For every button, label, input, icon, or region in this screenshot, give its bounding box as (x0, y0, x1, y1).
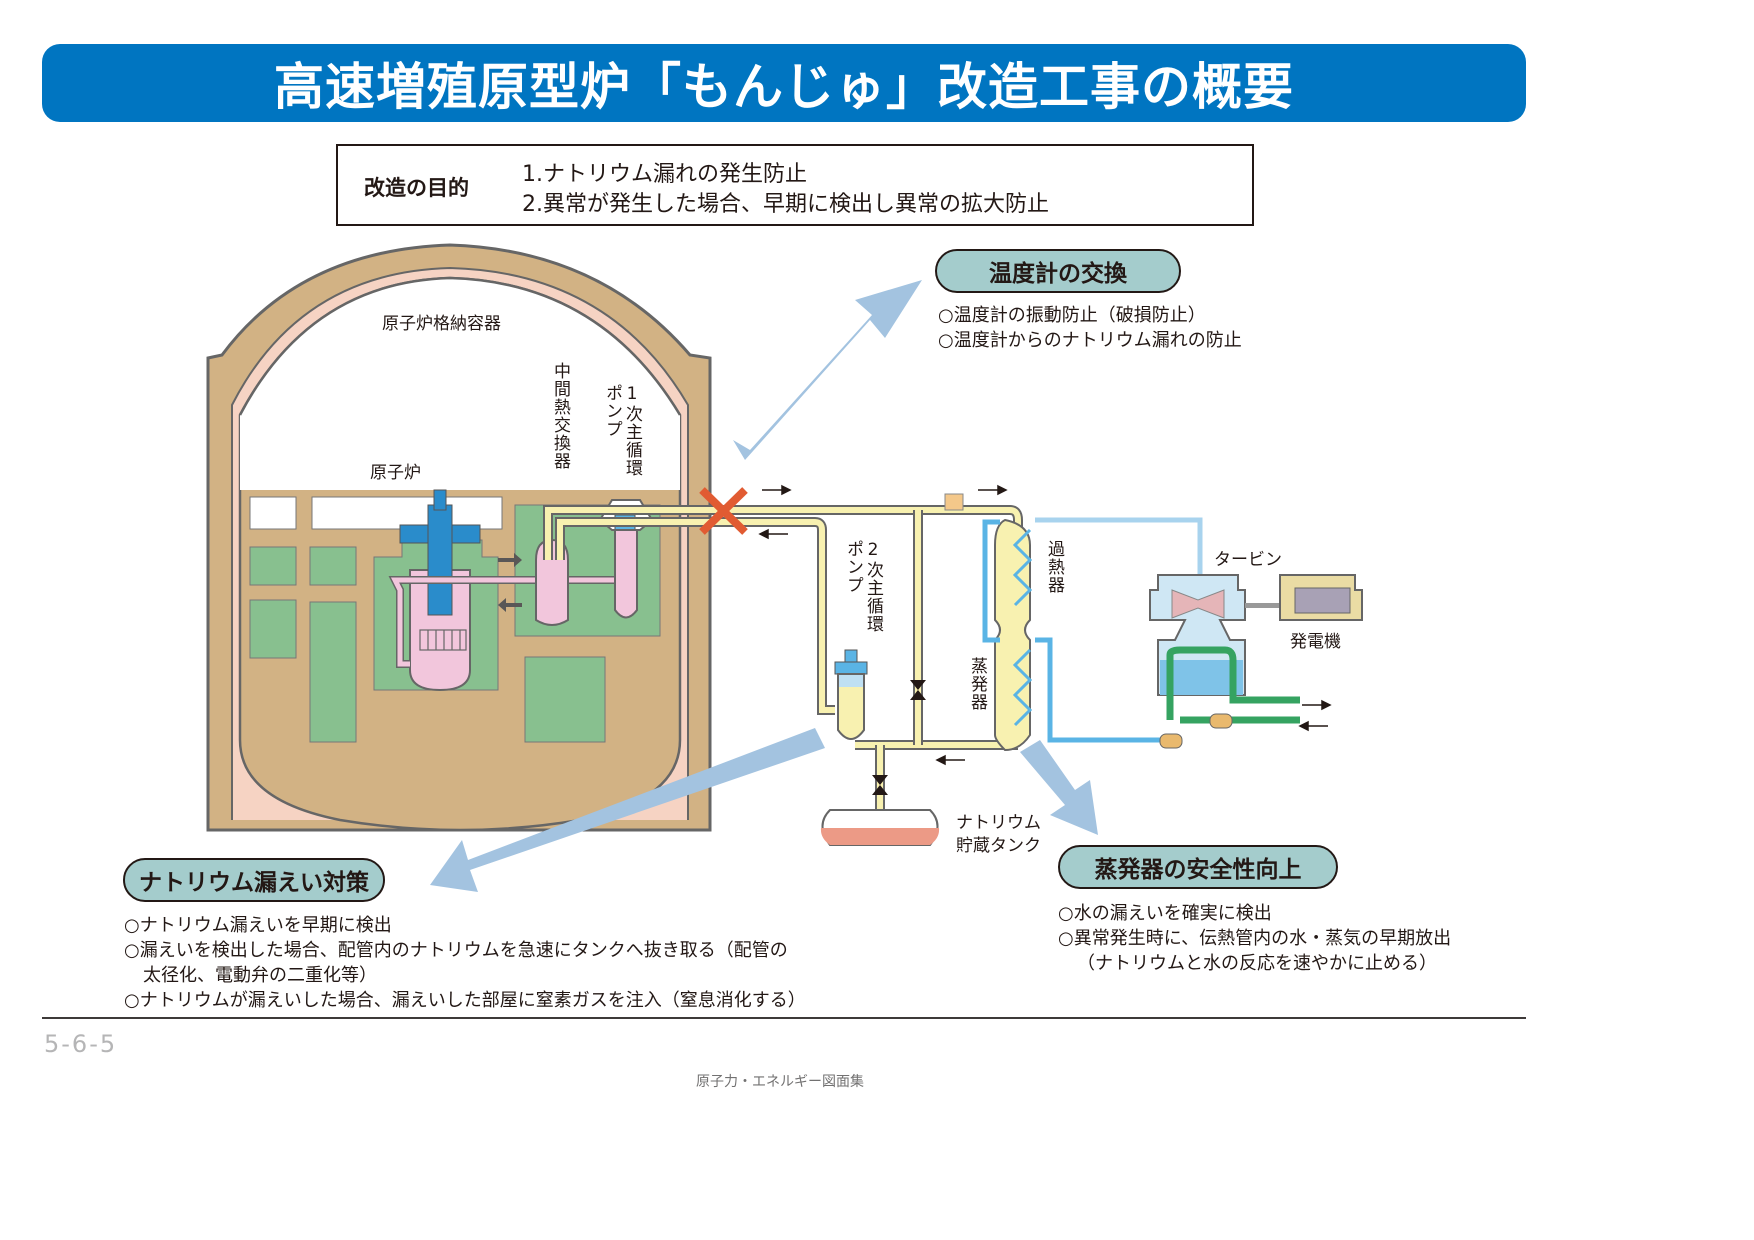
label-sodium-tank-1: ナトリウム (956, 813, 1041, 833)
purpose-box: 改造の目的 1.ナトリウム漏れの発生防止 2.異常が発生した場合、早期に検出し異… (336, 144, 1254, 226)
thermometer-title-text: 温度計の交換 (989, 261, 1127, 287)
label-turbine: タービン (1214, 550, 1282, 570)
footer-divider (42, 1017, 1526, 1019)
label-generator: 発電機 (1290, 632, 1341, 652)
sodium-leak-bullets: ○ナトリウム漏えいを早期に検出 ○漏えいを検出した場合、配管内のナトリウムを急速… (124, 913, 806, 1013)
footer-caption: 原子力・エネルギー図面集 (696, 1074, 864, 1090)
bullet: ○漏えいを検出した場合、配管内のナトリウムを急速にタンクへ抜き取る（配管の (124, 940, 788, 961)
thermometer-bullets: ○温度計の振動防止（破損防止） ○温度計からのナトリウム漏れの防止 (938, 303, 1242, 353)
label-secondary-pump: 2次主循環ポンプ (843, 540, 883, 633)
bullet: ○水の漏えいを確実に検出 (1058, 903, 1272, 924)
sodium-leak-section-title: ナトリウム漏えい対策 (123, 858, 385, 902)
leak-location-x-icon (699, 487, 748, 535)
valve-icon (872, 493, 964, 795)
label-primary-pump: 1次主循環ポンプ (602, 384, 642, 477)
label-evaporator: 蒸発器 (967, 657, 987, 711)
label-containment: 原子炉格納容器 (382, 314, 501, 334)
bullet: ○異常発生時に、伝熱管内の水・蒸気の早期放出 (1058, 928, 1452, 949)
label-superheater: 過熱器 (1044, 540, 1064, 594)
flow-arrows (758, 484, 1332, 766)
callout-arrows (430, 280, 1098, 892)
label-sodium-tank-2: 貯蔵タンク (956, 836, 1041, 856)
bullet: ○ナトリウムが漏えいした場合、漏えいした部屋に窒素ガスを注入（窒息消化する） (124, 990, 806, 1011)
page-title: 高速増殖原型炉「もんじゅ」改造工事の概要 (274, 58, 1294, 116)
title-banner: 高速増殖原型炉「もんじゅ」改造工事の概要 (42, 44, 1526, 122)
page-number: 5-6-5 (44, 1030, 118, 1058)
steam-generator (982, 517, 1203, 752)
purpose-item-2: 2.異常が発生した場合、早期に検出し異常の拡大防止 (522, 192, 1049, 217)
label-reactor: 原子炉 (370, 463, 421, 483)
purpose-item-1: 1.ナトリウム漏れの発生防止 (522, 162, 807, 187)
bullet: ○温度計の振動防止（破損防止） (938, 305, 1206, 326)
sodium-storage-tank (820, 809, 940, 846)
label-ihx: 中間熱交換器 (550, 362, 570, 470)
bullet-continuation: 太径化、電動弁の二重化等） (143, 965, 377, 986)
sodium-leak-title-text: ナトリウム漏えい対策 (139, 870, 369, 896)
bullet: ○ナトリウム漏えいを早期に検出 (124, 915, 392, 936)
evaporator-section-title: 蒸発器の安全性向上 (1058, 845, 1338, 889)
containment-building (206, 243, 712, 832)
bullet: ○温度計からのナトリウム漏れの防止 (938, 330, 1242, 351)
evaporator-bullets: ○水の漏えいを確実に検出 ○異常発生時に、伝熱管内の水・蒸気の早期放出 （ナトリ… (1058, 901, 1451, 976)
secondary-pump (834, 649, 868, 740)
purpose-label: 改造の目的 (364, 176, 469, 200)
bullet-continuation: （ナトリウムと水の反応を速やかに止める） (1077, 953, 1437, 974)
turbine-generator (1149, 574, 1363, 749)
secondary-loop (543, 505, 1023, 810)
thermometer-section-title: 温度計の交換 (935, 249, 1181, 293)
evaporator-title-text: 蒸発器の安全性向上 (1094, 857, 1302, 883)
